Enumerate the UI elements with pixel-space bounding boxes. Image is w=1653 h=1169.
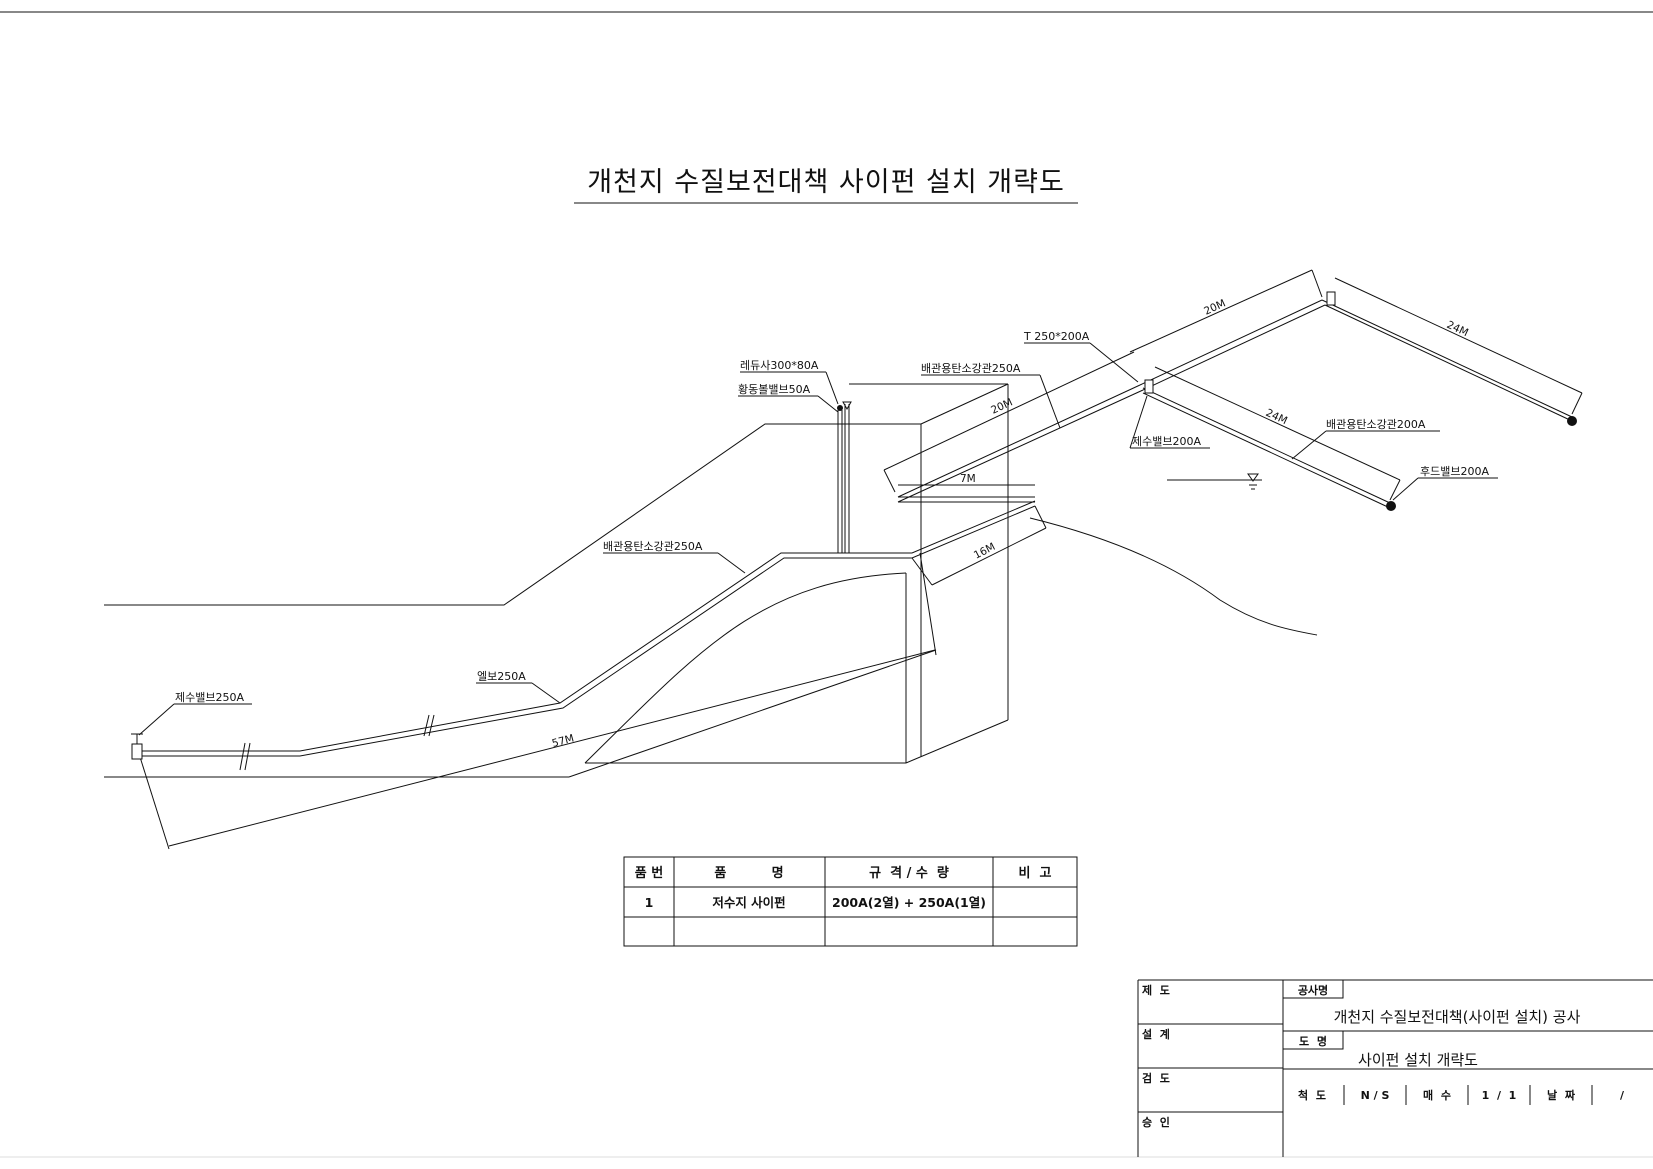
project-tag: 공사명 xyxy=(1298,983,1328,997)
svg-text:20M: 20M xyxy=(1202,297,1227,317)
water-level-symbol xyxy=(1167,473,1262,490)
svg-text:T 250*200A: T 250*200A xyxy=(1023,330,1090,343)
title-block: 제 도 설 계 검 도 승 인 공사명 개천지 수질보전대책(사이펀 설치) 공… xyxy=(1137,979,1653,1157)
label-brass-ball-valve: 황동볼밸브50A xyxy=(738,383,839,413)
scale-label: 척 도 xyxy=(1298,1088,1326,1102)
role-approve: 승 인 xyxy=(1142,1115,1170,1129)
role-check: 검 도 xyxy=(1142,1072,1170,1085)
svg-text:24M: 24M xyxy=(1445,319,1470,339)
sheets-label: 매 수 xyxy=(1423,1088,1451,1102)
dimension-57m: 57M xyxy=(139,552,937,850)
inlet-section: 7M 16M xyxy=(898,473,1047,586)
vent-pipes xyxy=(837,401,852,553)
svg-text:제수밸브200A: 제수밸브200A xyxy=(1132,435,1201,448)
svg-text:배관용탄소강관200A: 배관용탄소강관200A xyxy=(1326,418,1426,431)
label-water-valve-200: 제수밸브200A xyxy=(1129,395,1210,449)
parts-table-header-no: 품 번 xyxy=(635,866,663,881)
role-design: 설 계 xyxy=(1142,1027,1170,1041)
embankment xyxy=(104,383,1318,778)
date-label: 날 짜 xyxy=(1547,1088,1576,1102)
drawing-name: 사이펀 설치 개략도 xyxy=(1358,1051,1478,1069)
svg-text:57M: 57M xyxy=(551,733,576,750)
top-pipe: 20M xyxy=(1129,269,1326,391)
parts-table-header-name: 품 명 xyxy=(714,865,783,881)
svg-text:레듀사300*80A: 레듀사300*80A xyxy=(740,359,819,372)
water-valve-250-symbol xyxy=(131,733,143,760)
label-reducer: 레듀사300*80A xyxy=(740,359,839,405)
drawing-title: 개천지 수질보전대책 사이펀 설치 개략도 xyxy=(587,167,1065,198)
label-elbow-250: 엘보250A xyxy=(476,670,561,704)
role-draft: 제 도 xyxy=(1142,983,1170,997)
label-pipe-200: 배관용탄소강관200A xyxy=(1291,418,1440,460)
svg-text:후드밸브200A: 후드밸브200A xyxy=(1420,465,1489,478)
label-pipe-250-upper: 배관용탄소강관250A xyxy=(921,362,1061,429)
label-water-valve-250: 제수밸브250A xyxy=(138,691,252,736)
drawing-tag: 도 명 xyxy=(1299,1034,1327,1048)
label-foot-valve-200: 후드밸브200A xyxy=(1392,465,1498,501)
scale-value: N / S xyxy=(1361,1089,1390,1102)
svg-text:배관용탄소강관250A: 배관용탄소강관250A xyxy=(603,540,703,553)
svg-text:24M: 24M xyxy=(1264,407,1289,427)
date-value: / xyxy=(1620,1089,1625,1102)
svg-text:20M: 20M xyxy=(989,396,1014,416)
parts-table-cell-spec: 200A(2열) + 250A(1열) xyxy=(832,895,986,910)
lower-siphon-pipe xyxy=(140,500,1036,771)
right-pipe-200: 24M xyxy=(1321,277,1583,426)
parts-table-header-note: 비 고 xyxy=(1019,866,1052,881)
label-tee: T 250*200A xyxy=(1023,330,1139,383)
svg-text:제수밸브250A: 제수밸브250A xyxy=(175,691,244,704)
svg-text:황동볼밸브50A: 황동볼밸브50A xyxy=(738,383,811,396)
svg-text:배관용탄소강관250A: 배관용탄소강관250A xyxy=(921,362,1021,375)
label-pipe-250-lower: 배관용탄소강관250A xyxy=(603,540,746,574)
parts-table-cell-no: 1 xyxy=(645,895,654,910)
project-name: 개천지 수질보전대책(사이펀 설치) 공사 xyxy=(1334,1008,1581,1026)
parts-table-header-spec: 규 격 / 수 량 xyxy=(869,866,949,881)
parts-table-cell-name: 저수지 사이펀 xyxy=(712,895,785,910)
svg-text:엘보250A: 엘보250A xyxy=(477,670,526,683)
sheets-value: 1 / 1 xyxy=(1482,1089,1517,1102)
mid-pipe-200: 24M xyxy=(1142,366,1401,511)
parts-table: 품 번 품 명 규 격 / 수 량 비 고 1 저수지 사이펀 200A(2열)… xyxy=(623,856,1078,947)
svg-text:7M: 7M xyxy=(960,473,976,485)
